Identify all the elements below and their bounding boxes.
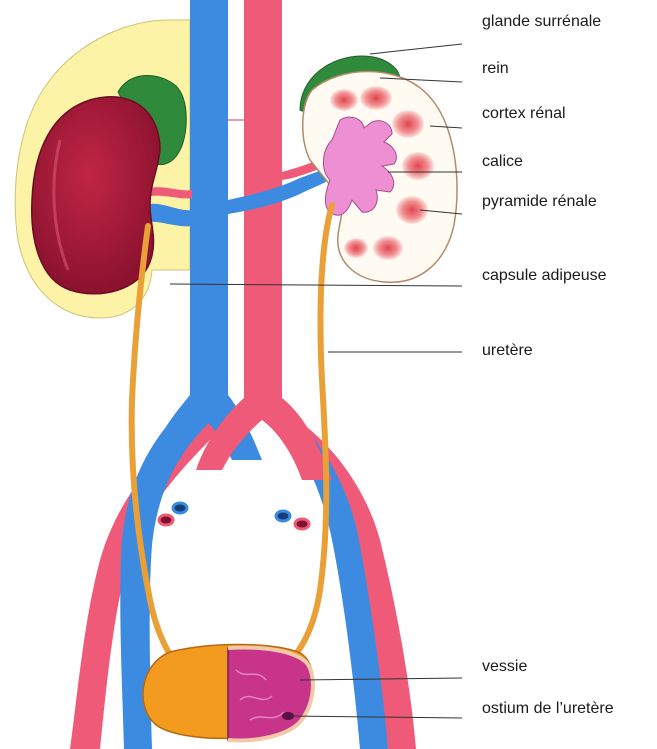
cut-vein-right <box>276 511 290 521</box>
label-capsule-adipeuse: capsule adipeuse <box>482 267 607 285</box>
label-cortex-renal: cortex rénal <box>482 105 566 123</box>
label-glande-surrenale: glande surrénale <box>482 13 601 31</box>
label-calice: calice <box>482 153 523 171</box>
cut-artery-right <box>295 519 309 529</box>
cut-vein-left <box>173 503 187 513</box>
cut-artery-left <box>159 515 173 525</box>
label-vessie: vessie <box>482 658 527 676</box>
label-ostium-uretere: ostium de l’uretère <box>482 700 614 718</box>
label-rein: rein <box>482 60 509 78</box>
bladder-interior <box>228 648 313 741</box>
label-pyramide-renale: pyramide rénale <box>482 193 597 211</box>
label-uretere: uretère <box>482 342 533 360</box>
